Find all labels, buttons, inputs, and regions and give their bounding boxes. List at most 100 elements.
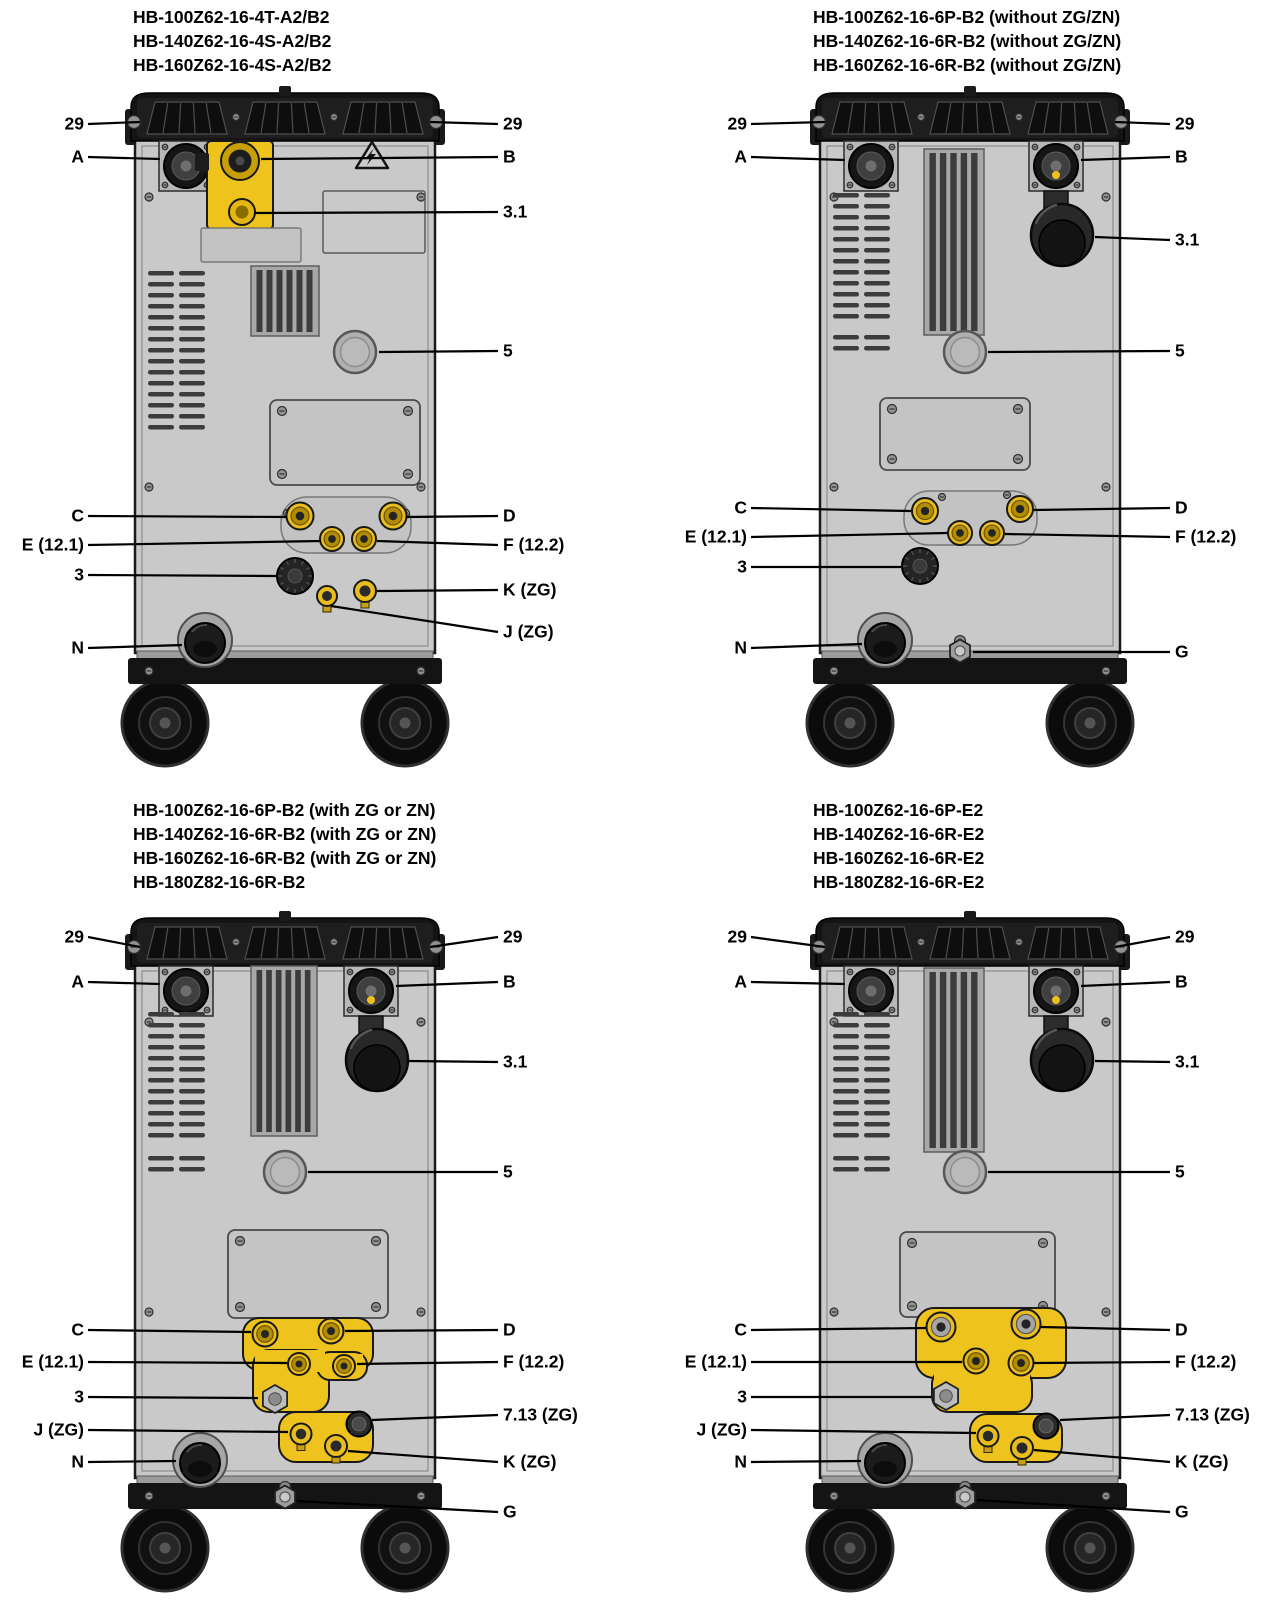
callout-line-d: [344, 1328, 499, 1333]
callout-line-e-12-1: [87, 1360, 288, 1365]
callout-label-k-zg: K (ZG): [503, 579, 557, 600]
connector-block: [242, 1317, 374, 1415]
screw: [416, 1017, 426, 1027]
screw: [916, 112, 926, 122]
callout-label-5: 5: [503, 1161, 513, 1182]
screw: [231, 937, 241, 947]
connector-3-1: [1029, 1015, 1095, 1093]
caster-wheel: [1045, 671, 1135, 768]
callout-line-3-1: [253, 210, 499, 215]
screw: [203, 1006, 211, 1014]
callout-label-g: G: [503, 1501, 517, 1522]
screw: [346, 1006, 354, 1014]
callout-line-n: [87, 1459, 177, 1464]
screw: [1101, 1307, 1111, 1317]
callout-line-5: [378, 349, 499, 354]
opening-5: [262, 1149, 308, 1195]
screw: [1014, 937, 1024, 947]
port-f: [1007, 1349, 1035, 1377]
screw: [888, 968, 896, 976]
screw: [161, 968, 169, 976]
callout-label-e-12-1: E (12.1): [21, 1351, 84, 1372]
screw: [1101, 1017, 1111, 1027]
screw: [1002, 490, 1012, 500]
callout-label-g: G: [1175, 641, 1189, 662]
screw: [846, 181, 854, 189]
fitting-j: [289, 1422, 313, 1451]
screw: [1101, 192, 1111, 202]
access-panel: [899, 1231, 1056, 1318]
knob-3: [901, 547, 939, 585]
vent-grille: [833, 1012, 890, 1138]
callout-line-d: [405, 514, 499, 519]
label-plate: [322, 190, 426, 254]
caster-wheel: [120, 671, 210, 768]
callout-line-k-zg: [376, 588, 499, 593]
connector-a: [843, 140, 899, 192]
connector-b: [343, 965, 399, 1017]
opening-5: [942, 1149, 988, 1195]
callout-line-c: [87, 514, 288, 519]
vent-grille: [833, 335, 890, 351]
caster-wheel: [805, 1496, 895, 1593]
callout-line-29: [429, 935, 499, 949]
callout-label-3: 3: [737, 1386, 747, 1407]
callout-label-f-12-2: F (12.2): [1175, 526, 1237, 547]
callout-line-a: [87, 980, 161, 986]
connector-n: [857, 1432, 913, 1488]
fitting-k: [324, 1434, 348, 1464]
callout-line-c: [750, 506, 912, 513]
knob-3: [276, 557, 314, 595]
callout-label-29: 29: [64, 926, 84, 947]
panel-bottom-left: HB-100Z62-16-6P-B2 (with ZG or ZN)HB-140…: [0, 800, 640, 1600]
screw: [886, 403, 898, 415]
callout-label-3-1: 3.1: [1175, 1051, 1200, 1072]
model-title: HB-100Z62-16-6P-E2: [813, 800, 984, 820]
port-e: [947, 520, 973, 546]
model-title: HB-180Z82-16-6R-B2: [133, 872, 306, 892]
machine-illustration: [805, 911, 1135, 1593]
callout-label-d: D: [503, 1319, 516, 1340]
fitting-k: [1010, 1436, 1034, 1466]
top-cover: [130, 92, 440, 142]
callout-label-c: C: [734, 497, 747, 518]
warning-triangle-icon: [354, 140, 390, 170]
callout-line-n: [87, 643, 183, 650]
callout-line-f-12-2: [356, 1360, 499, 1366]
callout-label-29: 29: [1175, 926, 1195, 947]
callout-line-7-13-zg: [371, 1413, 499, 1422]
callout-label-29: 29: [503, 113, 523, 134]
model-title: HB-160Z62-16-6R-B2 (with ZG or ZN): [133, 848, 437, 868]
screw: [203, 968, 211, 976]
fitting-g: [274, 1480, 296, 1510]
fitting-j: [316, 585, 338, 613]
callout-label-f-12-2: F (12.2): [503, 534, 565, 555]
callout-label-e-12-1: E (12.1): [684, 1351, 747, 1372]
screw: [846, 1006, 854, 1014]
port-c: [925, 1311, 957, 1343]
callout-label-3-1: 3.1: [503, 201, 528, 222]
connector-n: [857, 612, 913, 668]
panel-top-right: HB-100Z62-16-6P-B2 (without ZG/ZN)HB-140…: [640, 0, 1280, 800]
connector-b: [195, 140, 274, 230]
screw: [1037, 1237, 1049, 1249]
port-f: [979, 520, 1005, 546]
screw: [1012, 453, 1024, 465]
callout-label-j-zg: J (ZG): [503, 621, 554, 642]
callout-label-g: G: [1175, 1501, 1189, 1522]
screw: [1031, 968, 1039, 976]
screw: [329, 937, 339, 947]
port-e: [319, 526, 345, 552]
machine-illustration: [805, 86, 1135, 768]
screw: [888, 1006, 896, 1014]
model-title: HB-180Z82-16-6R-E2: [813, 872, 985, 892]
screw: [161, 143, 169, 151]
callout-label-j-zg: J (ZG): [696, 1419, 747, 1440]
opening-5: [942, 329, 988, 375]
callout-line-a: [750, 980, 846, 986]
screw: [829, 1017, 839, 1027]
vent-grille: [250, 265, 320, 337]
callout-label-5: 5: [1175, 340, 1185, 361]
model-title: HB-140Z62-16-6R-B2 (with ZG or ZN): [133, 824, 437, 844]
model-title: HB-160Z62-16-4S-A2/B2: [133, 55, 332, 75]
